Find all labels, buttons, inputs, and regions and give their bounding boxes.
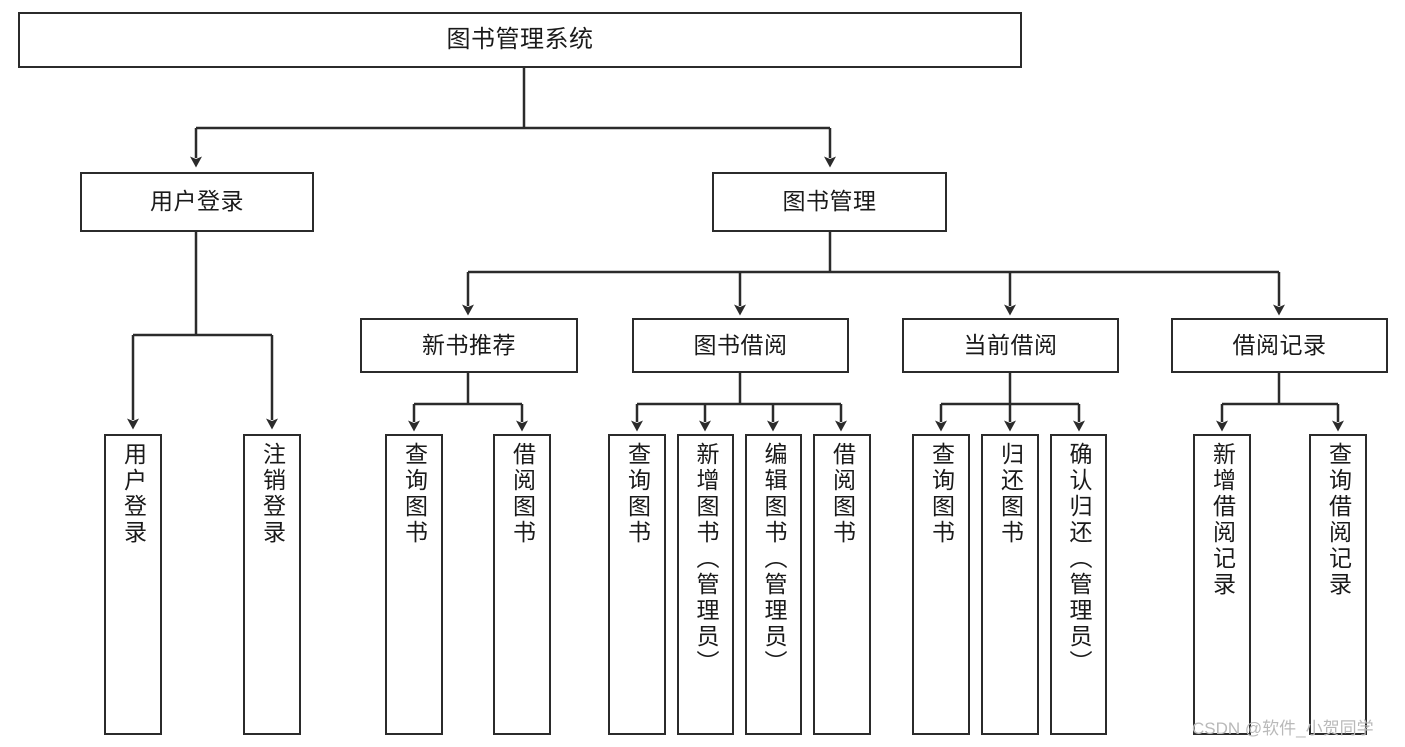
node-label: 编辑图书（管理员） (761, 442, 787, 676)
leaf-add-borrow-record[interactable]: 新增借阅记录 (1193, 434, 1251, 735)
node-book-management[interactable]: 图书管理 (712, 172, 947, 232)
leaf-add-book-admin[interactable]: 新增图书（管理员） (677, 434, 734, 735)
node-book-borrow[interactable]: 图书借阅 (632, 318, 849, 373)
node-label: 确认归还（管理员） (1066, 442, 1092, 676)
node-label: 图书管理 (782, 188, 877, 215)
leaf-confirm-return-admin[interactable]: 确认归还（管理员） (1050, 434, 1107, 735)
leaf-edit-book-admin[interactable]: 编辑图书（管理员） (745, 434, 802, 735)
node-label: 注销登录 (259, 442, 286, 546)
node-label: 用户登录 (120, 442, 147, 546)
leaf-query-book-borrow[interactable]: 查询图书 (608, 434, 666, 735)
node-label: 用户登录 (150, 188, 244, 215)
leaf-query-borrow-record[interactable]: 查询借阅记录 (1309, 434, 1367, 735)
leaf-borrow-book-recommend[interactable]: 借阅图书 (493, 434, 551, 735)
node-current-borrow[interactable]: 当前借阅 (902, 318, 1119, 373)
node-label: 新增图书（管理员） (693, 442, 719, 676)
watermark: CSDN @软件_小贺同学 (1192, 719, 1374, 738)
leaf-return-book[interactable]: 归还图书 (981, 434, 1039, 735)
node-label: 查询图书 (401, 442, 428, 546)
leaf-borrow-book[interactable]: 借阅图书 (813, 434, 871, 735)
node-label: 归还图书 (997, 442, 1024, 546)
leaf-query-book-recommend[interactable]: 查询图书 (385, 434, 443, 735)
node-user-login[interactable]: 用户登录 (80, 172, 314, 232)
node-label: 当前借阅 (963, 331, 1058, 358)
node-new-book-recommend[interactable]: 新书推荐 (360, 318, 578, 373)
node-label: 查询图书 (624, 442, 651, 546)
node-label: 查询图书 (928, 442, 955, 546)
node-label: 新增借阅记录 (1209, 442, 1236, 598)
node-label: 新书推荐 (422, 331, 516, 358)
leaf-user-login[interactable]: 用户登录 (104, 434, 162, 735)
node-label: 借阅图书 (509, 442, 536, 546)
node-label: 图书借阅 (693, 331, 788, 358)
node-label: 查询借阅记录 (1325, 442, 1352, 598)
node-label: 借阅记录 (1232, 331, 1327, 358)
node-label: 图书管理系统 (446, 25, 594, 53)
leaf-query-book-current[interactable]: 查询图书 (912, 434, 970, 735)
node-root-system[interactable]: 图书管理系统 (18, 12, 1022, 68)
node-label: 借阅图书 (829, 442, 856, 546)
leaf-logout[interactable]: 注销登录 (243, 434, 301, 735)
node-borrow-record[interactable]: 借阅记录 (1171, 318, 1388, 373)
